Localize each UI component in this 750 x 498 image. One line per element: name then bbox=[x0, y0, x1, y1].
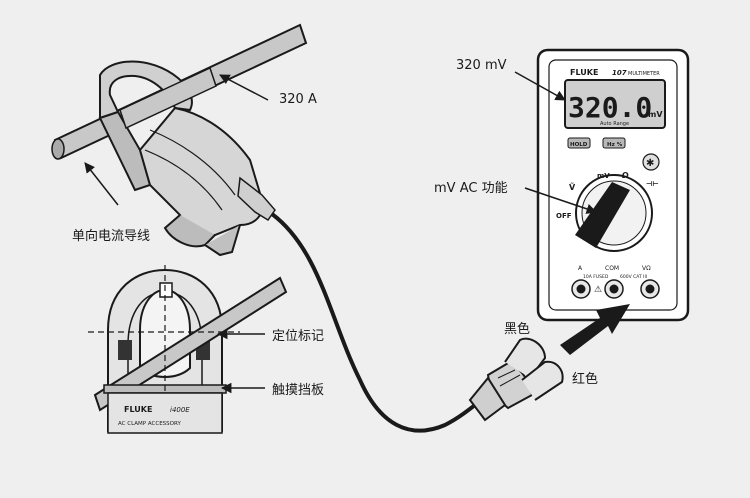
label-mv-reading: 320 mV bbox=[456, 58, 507, 73]
label-conductor: 单向电流导线 bbox=[72, 229, 151, 244]
dial-knob bbox=[575, 182, 630, 248]
jack-fused-label: 10A FUSED bbox=[583, 274, 609, 280]
display-reading: 320.0 bbox=[568, 91, 652, 124]
label-black-lead: 黑色 bbox=[504, 322, 531, 337]
banana-plug-adapter bbox=[468, 337, 564, 422]
test-lead-cable bbox=[270, 212, 497, 433]
dial-cap: ⊣⊢ bbox=[646, 180, 659, 188]
jack-v-label: VΩ bbox=[642, 265, 651, 272]
clamp-handle bbox=[138, 106, 276, 257]
label-alignment-marks: 定位标记 bbox=[272, 329, 325, 344]
arrow-mv-reading bbox=[514, 71, 566, 101]
label-current-reading: 320 A bbox=[279, 92, 317, 107]
svg-text:⚠: ⚠ bbox=[594, 285, 602, 295]
insert-arrow bbox=[560, 304, 630, 355]
multimeter: ✱ ⚠ bbox=[536, 48, 690, 322]
meter-model: 107 bbox=[612, 69, 627, 77]
dial-ohm: Ω bbox=[622, 171, 629, 180]
jack-com-label: COM bbox=[605, 265, 619, 272]
dial-v-ac: Ṽ bbox=[569, 182, 576, 192]
label-mv-ac-function: mV AC 功能 bbox=[434, 181, 508, 196]
top-clamp-illustration bbox=[51, 23, 308, 257]
clamp-subtitle: AC CLAMP ACCESSORY bbox=[118, 421, 181, 427]
jack-cat-label: 600V CAT III bbox=[620, 274, 647, 280]
hz-button[interactable]: Hz % bbox=[607, 142, 623, 148]
arrow-current bbox=[219, 74, 269, 101]
dial-off: OFF bbox=[556, 212, 572, 220]
clamp-model: i400E bbox=[170, 406, 190, 414]
meter-brand: FLUKE bbox=[570, 68, 598, 77]
svg-text:✱: ✱ bbox=[646, 158, 654, 169]
jack-a-label: A bbox=[578, 265, 583, 272]
dial-mv: mV bbox=[597, 172, 610, 180]
meter-type: MULTIMETER bbox=[628, 71, 660, 77]
label-red-lead: 红色 bbox=[572, 372, 599, 387]
label-finger-guard: 触摸挡板 bbox=[272, 383, 325, 398]
display-autorange: Auto Range bbox=[600, 121, 629, 127]
clamp-brand: FLUKE bbox=[124, 405, 152, 414]
arrow-mv-function bbox=[524, 187, 597, 214]
hold-button[interactable]: HOLD bbox=[570, 142, 588, 148]
display-unit: mV bbox=[648, 110, 663, 119]
arrow-conductor bbox=[84, 162, 119, 206]
clamp-front-view bbox=[88, 265, 288, 434]
